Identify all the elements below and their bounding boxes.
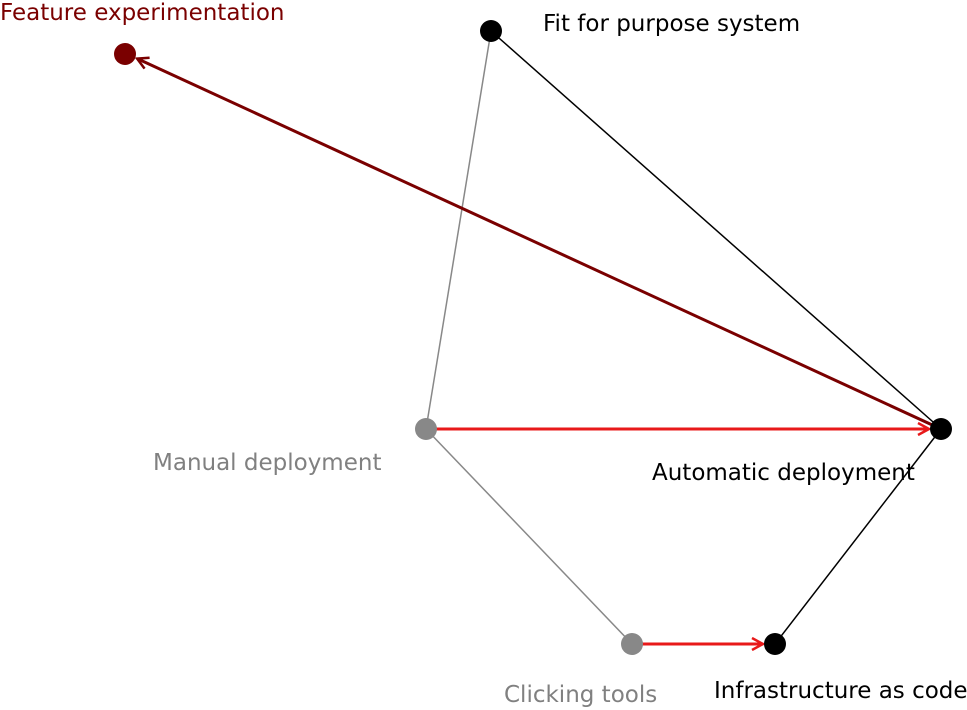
link-manual-clicking	[425, 428, 633, 645]
link-fit-manual	[425, 30, 492, 430]
arrow-automatic-to-feature	[138, 59, 942, 431]
link-fit-automatic	[490, 30, 942, 430]
node-fit-for-purpose-system[interactable]	[480, 20, 502, 42]
label-fit-for-purpose-system: Fit for purpose system	[543, 11, 800, 37]
label-infrastructure-as-code: Infrastructure as code	[714, 678, 967, 704]
label-automatic-deployment: Automatic deployment	[652, 460, 915, 486]
node-manual-deployment[interactable]	[415, 418, 437, 440]
node-feature-experimentation[interactable]	[114, 43, 136, 65]
link-automatic-iac	[774, 428, 942, 645]
label-manual-deployment: Manual deployment	[153, 450, 381, 476]
node-infrastructure-as-code[interactable]	[764, 633, 786, 655]
label-feature-experimentation: Feature experimentation	[0, 0, 284, 26]
node-clicking-tools[interactable]	[621, 633, 643, 655]
node-automatic-deployment[interactable]	[930, 418, 952, 440]
label-clicking-tools: Clicking tools	[504, 682, 657, 708]
